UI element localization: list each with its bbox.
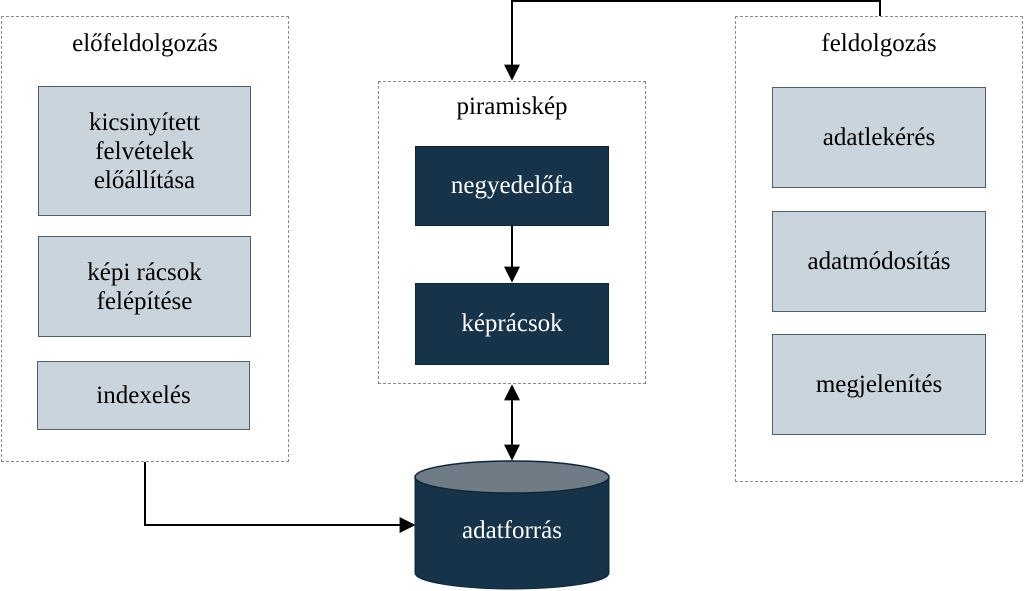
preprocessing-to-datasource-arrow: [144, 462, 416, 533]
processing-step-query: adatlekérés: [772, 87, 986, 188]
processing-title: feldolgozás: [821, 30, 937, 57]
preprocessing-title: előfeldolgozás: [72, 30, 218, 57]
preprocessing-step-thumbnails: kicsinyített felvételek előállítása: [38, 86, 251, 216]
datasource-label: adatforrás: [462, 517, 562, 544]
pyramid-quadtree-box: negyedelőfa: [415, 146, 609, 226]
pyramid-image-grids-box: képrácsok: [415, 283, 609, 365]
pyramid-title: piramiskép: [456, 93, 568, 120]
preprocessing-step-indexing: indexelés: [37, 361, 250, 430]
processing-step-display: megjelenítés: [772, 334, 986, 435]
processing-step-modify: adatmódosítás: [772, 211, 986, 312]
datasource-cylinder-top: [414, 460, 610, 494]
preprocessing-step-grids: képi rácsok felépítése: [38, 236, 251, 337]
